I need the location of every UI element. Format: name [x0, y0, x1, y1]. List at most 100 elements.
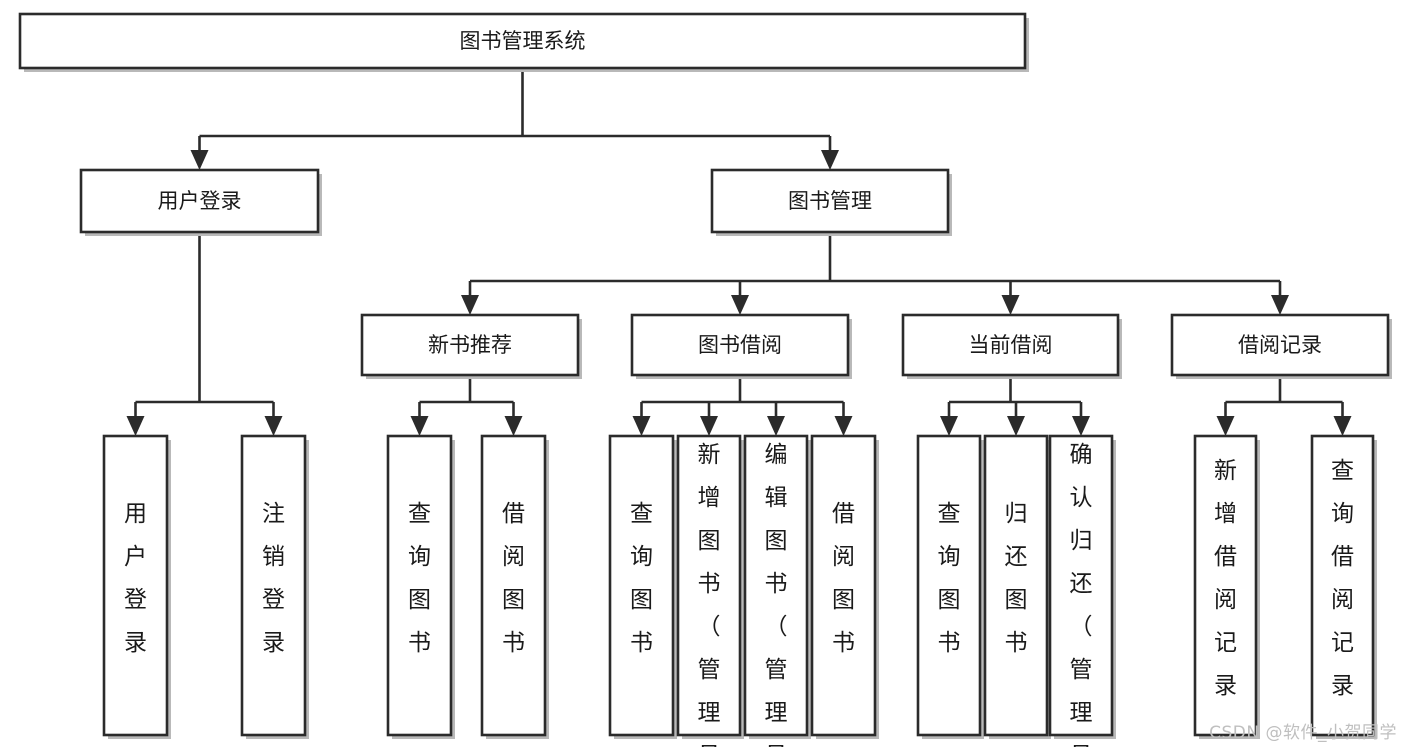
- arrow-head-icon: [940, 416, 958, 436]
- node-label-char: 还: [1005, 544, 1028, 570]
- node-label-char: 图: [698, 528, 721, 554]
- node-label-char: 销: [262, 544, 285, 570]
- node-label-char: 阅: [1214, 587, 1237, 613]
- node-label-char: 管: [765, 657, 788, 683]
- arrow-head-icon: [767, 416, 785, 436]
- node-label-char: 图: [630, 587, 653, 613]
- node-label-char: 录: [124, 630, 147, 656]
- arrow-head-icon: [1216, 416, 1235, 436]
- node-box[interactable]: [480, 434, 547, 737]
- arrow-head-icon: [504, 416, 523, 436]
- node-label-char: 询: [938, 544, 961, 570]
- node-current-borrow[interactable]: 当前借阅: [901, 313, 1122, 379]
- node-label-char: 借: [502, 501, 525, 527]
- node-label-char: 书: [698, 571, 721, 597]
- node-new-book-recommend[interactable]: 新书推荐: [360, 313, 582, 379]
- node-label-char: 图: [502, 587, 525, 613]
- node-book-management[interactable]: 图书管理: [710, 168, 952, 236]
- node-box[interactable]: [1193, 434, 1258, 737]
- node-label-char: 查: [1331, 458, 1354, 484]
- node-label-char: 增: [698, 485, 721, 511]
- node-label-char: 录: [1331, 673, 1354, 699]
- node-label-char: 询: [630, 544, 653, 570]
- node-label-char: 书: [938, 630, 961, 656]
- node-box[interactable]: [916, 434, 982, 737]
- node-label-char: 用: [124, 501, 147, 527]
- node-box[interactable]: [1048, 434, 1114, 737]
- edge-layer: [126, 68, 1352, 436]
- node-box[interactable]: [710, 168, 950, 234]
- node-label-char: 查: [630, 501, 653, 527]
- node-box[interactable]: [386, 434, 453, 737]
- edge-group-book-borrow: [632, 375, 853, 436]
- node-label-char: 增: [1214, 501, 1237, 527]
- node-label-char: 借: [1331, 544, 1354, 570]
- node-label-char: 图: [1005, 587, 1028, 613]
- node-label-char: 登: [124, 587, 147, 613]
- node-box[interactable]: [240, 434, 307, 737]
- node-label-char: （: [1070, 614, 1093, 640]
- node-root-root[interactable]: 图书管理系统: [18, 12, 1029, 72]
- arrow-head-icon: [731, 295, 749, 315]
- node-label-char: 书: [408, 630, 431, 656]
- node-box[interactable]: [743, 434, 809, 737]
- node-label-char: （: [765, 614, 788, 640]
- node-label: 图书管理: [788, 189, 872, 213]
- node-box[interactable]: [102, 434, 169, 737]
- node-box[interactable]: [676, 434, 742, 737]
- node-box[interactable]: [18, 12, 1027, 70]
- node-borrow-record[interactable]: 借阅记录: [1170, 313, 1392, 379]
- arrow-head-icon: [1072, 416, 1090, 436]
- node-box[interactable]: [1310, 434, 1375, 737]
- node-label-char: 书: [1005, 630, 1028, 656]
- node-label-char: 记: [1214, 630, 1237, 656]
- node-box[interactable]: [608, 434, 675, 737]
- node-label-char: 注: [262, 501, 285, 527]
- node-box[interactable]: [79, 168, 320, 234]
- node-label-char: 还: [1070, 571, 1093, 597]
- node-label-char: 登: [262, 587, 285, 613]
- node-box[interactable]: [901, 313, 1120, 377]
- node-label-char: 管: [1070, 657, 1093, 683]
- arrow-head-icon: [1007, 416, 1025, 436]
- node-user-login[interactable]: 用户登录: [79, 168, 322, 236]
- node-book-borrow[interactable]: 图书借阅: [630, 313, 852, 379]
- node-box[interactable]: [1170, 313, 1390, 377]
- node-label-char: 录: [262, 630, 285, 656]
- node-box[interactable]: [810, 434, 877, 737]
- node-box[interactable]: [983, 434, 1049, 737]
- node-box[interactable]: [360, 313, 580, 377]
- node-layer: 图书管理系统用户登录图书管理新书推荐图书借阅当前借阅借阅记录用户登录注销登录查询…: [18, 12, 1392, 747]
- node-box[interactable]: [630, 313, 850, 377]
- node-label-char: 新: [698, 442, 721, 468]
- node-label-char: 确: [1070, 442, 1093, 468]
- node-leaf-user-login[interactable]: 用户登录: [102, 434, 171, 739]
- node-label-char: 查: [408, 501, 431, 527]
- node-label-char: 员: [1070, 743, 1093, 747]
- node-label-char: 阅: [832, 544, 855, 570]
- node-label-char: 理: [698, 700, 721, 726]
- edge-group-new-book-recommend: [410, 375, 523, 436]
- node-label-char: 书: [502, 630, 525, 656]
- node-label-char: 询: [408, 544, 431, 570]
- node-label-char: 书: [765, 571, 788, 597]
- arrow-head-icon: [821, 150, 839, 170]
- arrow-head-icon: [126, 416, 145, 436]
- csdn-watermark: CSDN @软件_小贺同学: [1209, 723, 1397, 743]
- arrow-head-icon: [834, 416, 853, 436]
- node-label-char: 记: [1331, 630, 1354, 656]
